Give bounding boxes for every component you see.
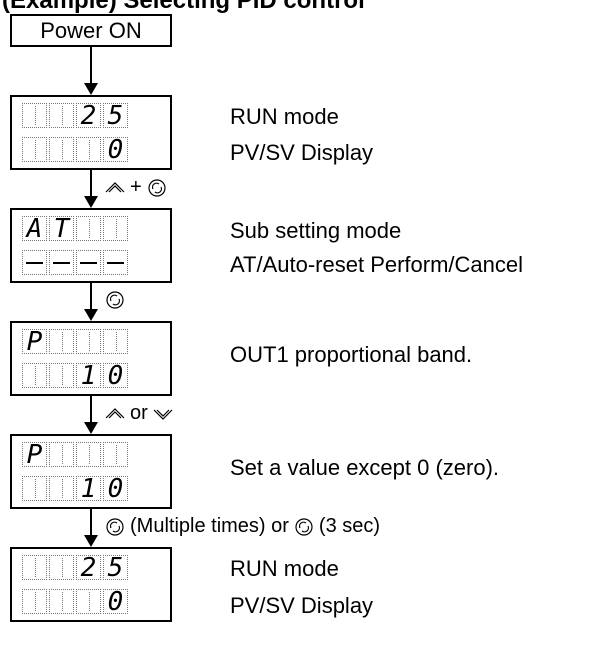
power-on-box: Power ON (10, 14, 172, 47)
desc-at-reset: AT/Auto-reset Perform/Cancel (230, 252, 524, 277)
desc-run-mode-2: RUN mode (230, 556, 339, 581)
desc-pvsv-1: PV/SV Display (230, 140, 374, 165)
step-mode (104, 289, 126, 311)
step-mode-multiple: (Multiple times) or (3 sec) (104, 515, 380, 538)
desc-sub-setting: Sub setting mode (230, 218, 402, 243)
mode-key-icon (295, 517, 313, 536)
step-up-plus-mode: + (104, 176, 168, 199)
step-up-or-down: or (104, 402, 174, 425)
mode-key-icon (106, 517, 124, 536)
up-key-icon (105, 407, 125, 418)
up-key-icon (105, 181, 125, 192)
desc-run-mode-1: RUN mode (230, 104, 339, 129)
desc-set-value: Set a value except 0 (zero). (230, 455, 500, 480)
down-key-icon (153, 409, 173, 420)
mode-key-icon (106, 291, 124, 309)
diagram-title: (Example) Selecting PID control (2, 0, 365, 14)
desc-pvsv-2: PV/SV Display (230, 593, 374, 618)
desc-prop-band: OUT1 proportional band. (230, 342, 473, 367)
mode-key-icon (148, 178, 166, 197)
